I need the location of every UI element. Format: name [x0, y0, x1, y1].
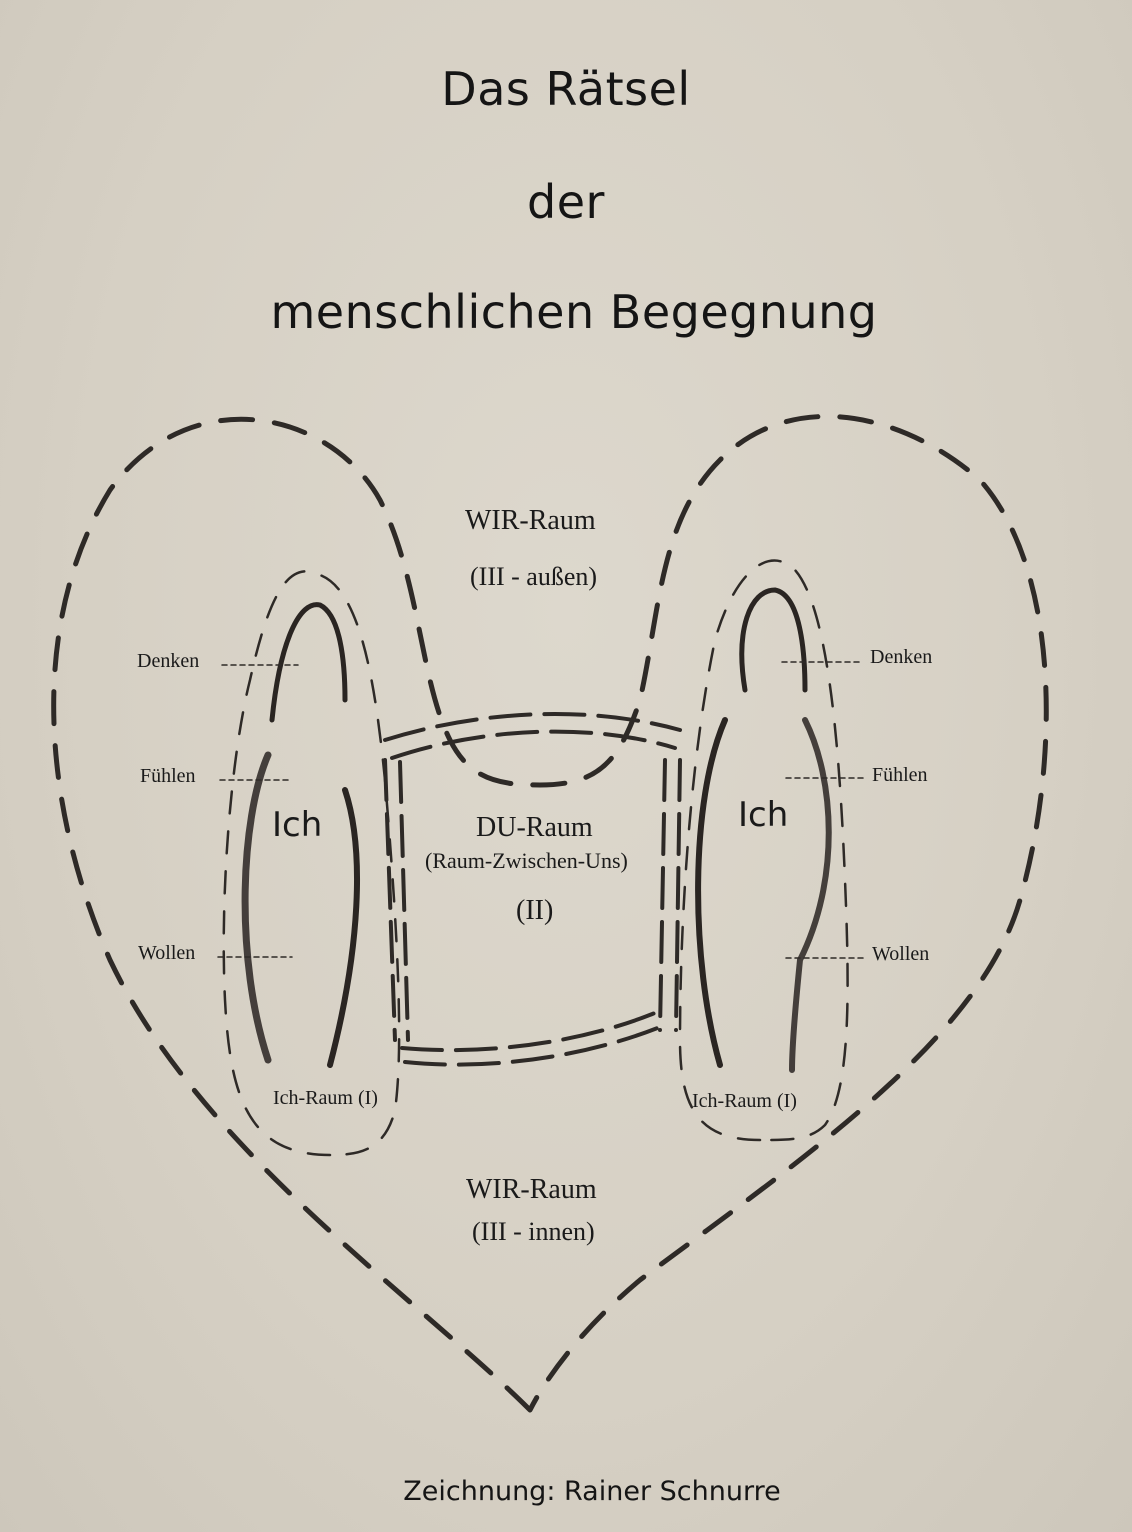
- left-label-fuehlen: Fühlen: [140, 765, 196, 787]
- wir-raum-inner-sub: (III - innen): [472, 1217, 595, 1246]
- right-ich-raum-outline: [678, 559, 849, 1142]
- left-ich-figure: [241, 602, 360, 1068]
- left-label-denken: Denken: [137, 650, 200, 672]
- wir-raum-outer-label: WIR-Raum: [465, 505, 596, 536]
- level-guide-lines: [217, 661, 865, 959]
- du-raum-sub: (Raum-Zwischen-Uns): [425, 848, 628, 873]
- title-line-3: menschlichen Begegnung: [270, 285, 878, 339]
- left-ich-label: Ich: [272, 805, 323, 845]
- right-ich-raum-label: Ich-Raum (I): [692, 1090, 797, 1112]
- du-raum-number: (II): [516, 895, 554, 926]
- heart-outline: [51, 413, 1049, 1413]
- title-line-1: Das Rätsel: [441, 62, 691, 116]
- right-label-denken: Denken: [870, 646, 933, 668]
- left-ich-raum-outline: [222, 570, 401, 1157]
- right-ich-label: Ich: [738, 795, 789, 835]
- right-label-fuehlen: Fühlen: [872, 764, 928, 786]
- du-raum-box: [383, 712, 682, 1067]
- right-label-wollen: Wollen: [872, 943, 930, 965]
- wir-raum-inner-label: WIR-Raum: [466, 1174, 597, 1205]
- left-ich-raum-label: Ich-Raum (I): [273, 1087, 378, 1109]
- du-raum-label: DU-Raum: [476, 812, 593, 843]
- right-ich-figure: [695, 587, 832, 1073]
- drawing-credit: Zeichnung: Rainer Schnurre: [403, 1476, 781, 1507]
- wir-raum-outer-sub: (III - außen): [470, 562, 598, 591]
- left-label-wollen: Wollen: [138, 942, 196, 964]
- title-line-2: der: [527, 175, 605, 229]
